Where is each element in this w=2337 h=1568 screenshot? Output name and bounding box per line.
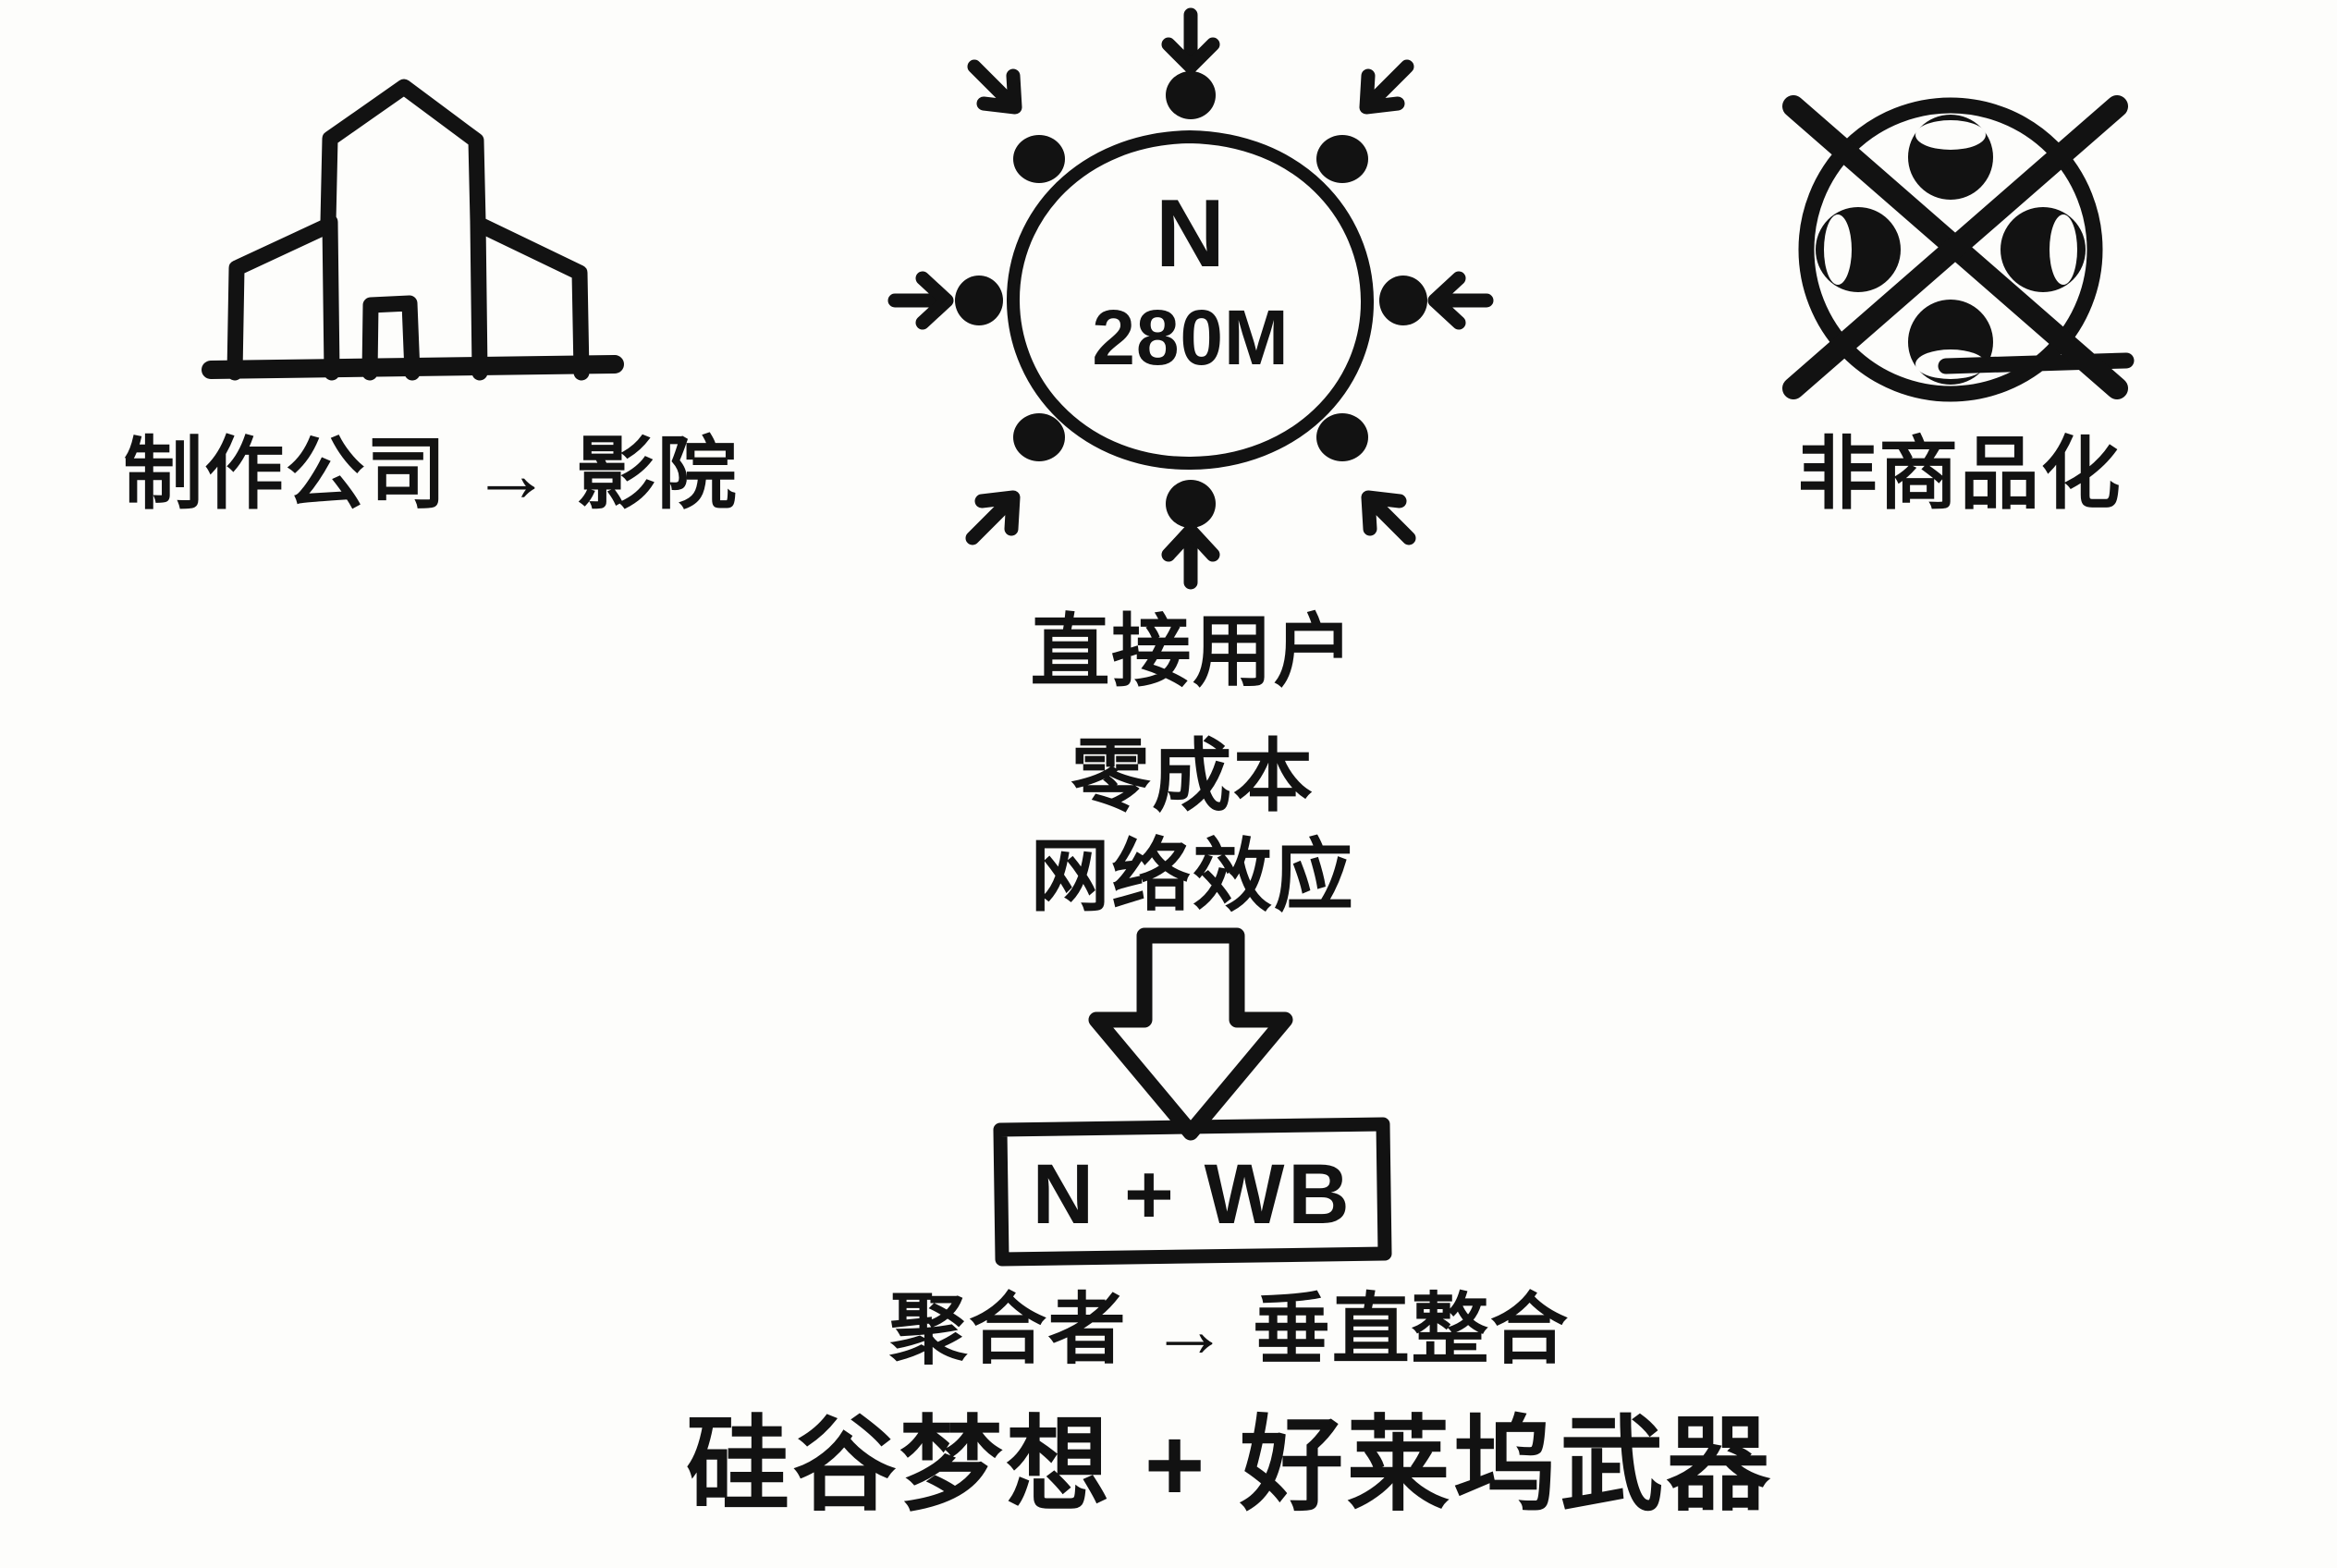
left-column-label: 制作公司 → 影院 <box>123 430 739 519</box>
cinema-building-icon <box>202 79 624 381</box>
film-reel-hole-highlights <box>1824 120 2077 379</box>
center-stack-line-3: 网络效应 <box>1030 832 1355 921</box>
result-box-frame <box>993 1117 1392 1267</box>
network-hub-icon <box>887 7 1494 590</box>
hub-letter: N <box>1155 180 1227 288</box>
hub-inward-arrows <box>887 7 1494 590</box>
hub-satellite-dots <box>955 71 1427 528</box>
right-column-label: 非商品化 <box>1797 430 2123 519</box>
footer-tagline: 聚合者 → 垂直整合 <box>889 1286 1570 1373</box>
cross-out-strike <box>1782 95 2128 399</box>
film-reel-crossed-out-icon <box>1782 95 2135 402</box>
result-box-text: N + WB <box>1032 1147 1353 1242</box>
center-stack-line-1: 直接用户 <box>1030 607 1355 696</box>
footer-headline: 硅谷梦想 + 好莱坞武器 <box>686 1407 1773 1523</box>
down-arrow-icon <box>1088 927 1293 1141</box>
hub-number: 280M <box>1092 294 1290 381</box>
center-stack-line-2: 零成本 <box>1071 732 1315 821</box>
